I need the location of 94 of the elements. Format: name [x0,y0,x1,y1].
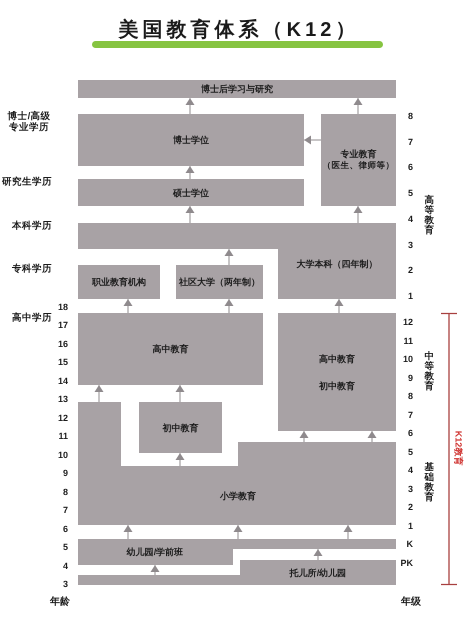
level-label: 高中学历 [12,314,52,324]
stage-box [278,313,396,431]
stage-box [139,402,222,453]
grade-number: 7 [408,410,413,420]
stage-box [78,313,263,385]
age-number: 6 [62,523,68,534]
age-number: 16 [58,338,68,350]
grade-number: 8 [408,110,413,122]
arrow [176,452,184,466]
age-number: 9 [62,468,68,478]
box-label: 高中教育 [319,354,355,364]
arrow [124,524,132,540]
grade-number: 7 [408,136,413,147]
arrow [234,524,242,540]
arrow [186,206,194,224]
arrow [334,298,344,314]
grade-number: 8 [408,390,413,402]
age-number: 12 [58,412,68,423]
box-label: 小学教育 [220,490,256,502]
grade-number: 4 [408,465,413,476]
grade-number: K [406,539,413,550]
stage-box [176,265,263,299]
arrow [150,564,160,576]
arrow [224,298,234,314]
box-label: 硕士学位 [173,187,209,198]
grade-number: 3 [408,484,413,494]
stage-box [78,80,396,98]
arrow [224,248,234,266]
box-label: 托儿所/幼儿园 [290,567,346,578]
level-label: 研究生学历 [2,178,52,188]
stage-label: 基础教育 [424,463,434,503]
age-number: 10 [58,450,68,460]
arrow [300,430,308,442]
box-label: （医生、律师等） [322,161,394,171]
age-number: 11 [58,431,68,442]
box-label: 大学本科（四年制） [296,258,378,270]
age-number: 3 [62,578,68,590]
grade-number: 12 [402,316,413,328]
age-number: 15 [58,357,68,368]
grade-number: 4 [408,214,413,224]
arrow [354,98,362,114]
column-heading: 年级 [401,596,421,608]
grade-number: 10 [402,354,413,364]
box-label: 社区大学（两年制） [179,276,260,288]
box-label: 职业教育机构 [92,276,146,288]
box-label: 高中教育 [152,344,188,354]
arrow [304,136,322,144]
grade-number: 3 [408,239,413,250]
grade-number: 1 [408,520,413,532]
arrow [354,206,362,224]
level-label: 博士/高级专业学历 [6,112,52,134]
box-label: 博士后学习与研究 [201,84,273,94]
arrow [368,430,376,442]
stage-box [78,114,304,166]
box-label: 初中教育 [162,422,198,433]
stage-label: 高等教育 [424,196,434,236]
level-label: 本科学历 [12,222,52,232]
age-number: 17 [58,320,68,331]
level-label: 专科学历 [12,264,52,276]
arrow [176,384,184,402]
grade-number: 2 [408,265,413,276]
grade-number: 2 [408,502,413,513]
age-number: 4 [62,560,68,571]
age-number: 8 [62,486,68,497]
grade-number: 6 [408,428,413,438]
age-number: 13 [58,394,68,405]
column-heading: 年龄 [50,596,70,608]
age-number: 18 [58,302,68,312]
arrow [314,548,322,560]
box-label: 专业教育 [340,148,376,160]
arrow [94,384,104,402]
arrow [186,166,194,180]
box-label: 幼儿园/学前班 [126,546,184,558]
age-number: 5 [62,542,68,552]
arrow [124,298,132,314]
title: 美国教育体系（K12） [118,20,360,40]
stage-box [78,179,304,206]
arrow [186,98,194,114]
age-number: 14 [58,376,68,386]
grade-number: 11 [403,335,413,346]
stage-box [321,114,396,206]
grade-number: 5 [408,188,413,198]
grade-number: 1 [408,290,413,302]
box-label: 初中教育 [319,380,355,392]
grade-number: PK [400,558,413,568]
stage-label: 中等教育 [424,352,434,392]
stage-box [78,265,160,299]
grade-number: 9 [408,372,413,383]
grade-number: 6 [408,162,413,173]
bracket-label: K12教育 [454,430,462,466]
grade-number: 5 [408,446,413,457]
age-number: 7 [62,504,68,516]
arrow [344,524,352,540]
box-label: 博士学位 [173,134,209,146]
